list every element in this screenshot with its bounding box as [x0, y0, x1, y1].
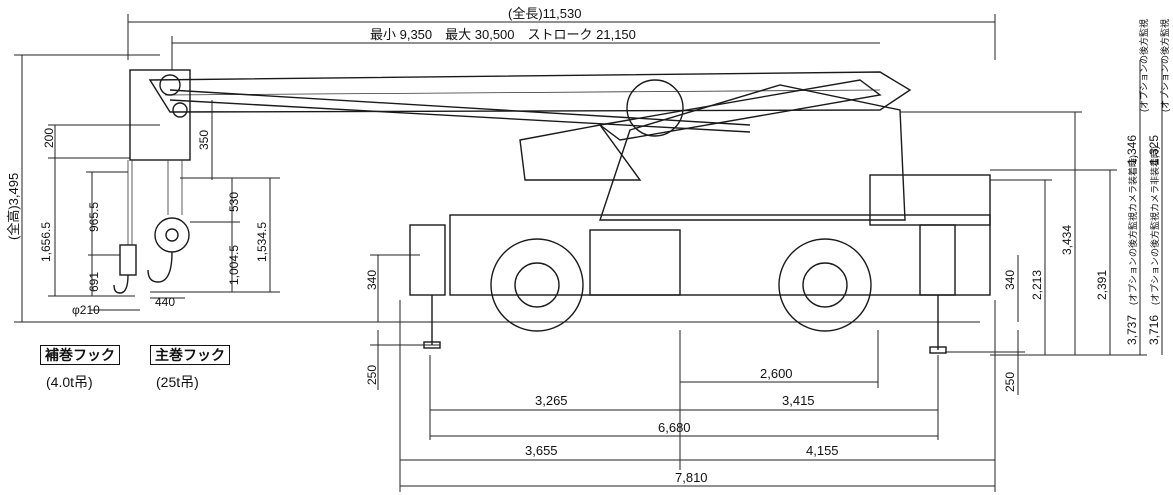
- dim-3716: 3,716: [1147, 315, 1161, 345]
- dim-1534-5: 1,534.5: [255, 222, 269, 262]
- right-height-dims: 2,213 3,434 2,391 1,346 (オプションの後方監視 1,32…: [900, 19, 1170, 356]
- boom-range-dimension: 最小 9,350 最大 30,500 ストローク 21,150: [171, 27, 880, 70]
- aux-hook-caption: (4.0t吊): [46, 374, 93, 390]
- aux-hook-label: 補巻フック: [40, 345, 120, 365]
- bottom-dimensions: 2,600 3,265 3,415 6,680 3,655 4,155 7,81…: [399, 300, 996, 492]
- main-hook-label: 主巻フック: [150, 345, 230, 365]
- outrigger-right-dims: 340 250: [945, 255, 1025, 395]
- dim-3737: 3,737: [1125, 315, 1139, 345]
- dim-1325-note: (オプションの後方監視: [1159, 19, 1170, 112]
- dim-right-340: 340: [1003, 270, 1017, 290]
- dim-1346: 1,346: [1125, 135, 1139, 165]
- dim-3415: 3,415: [782, 393, 815, 408]
- main-hook-dimensions: 350 530 1,004.5 1,534.5 440: [150, 100, 280, 309]
- dim-3434: 3,434: [1060, 225, 1074, 255]
- dim-3716-note: (オプションの後方監視カメラ非装着時): [1149, 146, 1160, 305]
- dim-3655: 3,655: [525, 443, 558, 458]
- dim-440: 440: [155, 295, 175, 309]
- dim-1004-5: 1,004.5: [227, 245, 241, 285]
- overall-height-label: (全高)3,495: [6, 173, 21, 240]
- dim-2213: 2,213: [1030, 270, 1044, 300]
- overall-height-dimension: (全高)3,495: [6, 54, 980, 323]
- overall-length-label: (全長)11,530: [508, 6, 581, 21]
- dim-left-340: 340: [365, 270, 379, 290]
- dim-6680: 6,680: [658, 420, 691, 435]
- dim-right-250: 250: [1003, 372, 1017, 392]
- dim-1656-5: 1,656.5: [39, 222, 53, 262]
- overall-length-dimension: (全長)11,530: [127, 6, 996, 60]
- aux-hook-title: 補巻フック: [40, 345, 120, 365]
- dim-2391: 2,391: [1095, 270, 1109, 300]
- dim-2600: 2,600: [760, 366, 793, 381]
- dim-1325: 1,325: [1147, 135, 1161, 165]
- rear-wheel: [778, 238, 872, 332]
- dim-phi210: φ210: [72, 303, 100, 317]
- dim-1346-note: (オプションの後方監視: [1138, 19, 1149, 112]
- dim-left-250: 250: [365, 365, 379, 385]
- main-hook-title: 主巻フック: [150, 345, 230, 365]
- dim-200: 200: [42, 128, 56, 148]
- aux-hook-dimensions: 200 1,656.5 965.5 691 φ210: [39, 124, 160, 317]
- dim-3265: 3,265: [535, 393, 568, 408]
- dim-530: 530: [227, 192, 241, 212]
- dim-350: 350: [197, 130, 211, 150]
- dim-3737-note: (オプションの後方監視カメラ装着時): [1127, 155, 1138, 305]
- dim-4155: 4,155: [806, 443, 839, 458]
- outrigger-left-dims: 340 250: [365, 254, 440, 390]
- dim-691: 691: [87, 272, 101, 292]
- dim-965-5: 965.5: [87, 202, 101, 232]
- boom-range-label: 最小 9,350 最大 30,500 ストローク 21,150: [370, 27, 636, 42]
- crane-body: [113, 69, 991, 354]
- main-hook-caption: (25t吊): [156, 374, 199, 390]
- dim-7810: 7,810: [675, 470, 708, 485]
- front-wheel: [490, 238, 584, 332]
